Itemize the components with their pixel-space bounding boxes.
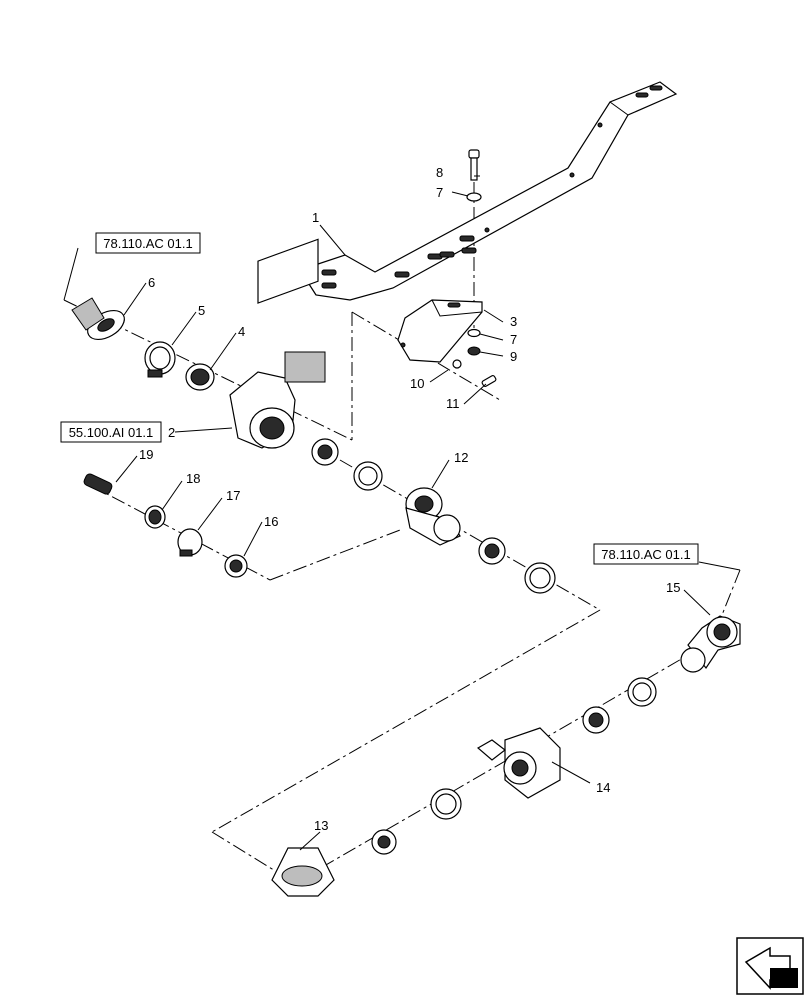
part-12-tee-fitting[interactable] (405, 487, 461, 546)
part-17-clamp[interactable] (177, 528, 203, 557)
callout-7-top: 7 (436, 185, 443, 200)
callout-11: 11 (446, 396, 460, 411)
assembly-centerlines (63, 182, 741, 881)
part-2-valve-assembly[interactable] (229, 238, 326, 449)
callout-19: 19 (139, 447, 153, 462)
callout-5: 5 (198, 303, 205, 318)
part-3-support-bracket[interactable] (397, 299, 483, 363)
part-10-washer[interactable] (452, 359, 462, 369)
callout-8: 8 (436, 165, 443, 180)
callout-16: 16 (264, 514, 278, 529)
part-9-nut[interactable] (467, 346, 481, 356)
ref-label-1: 78.110.AC 01.1 (103, 236, 192, 251)
ref-label-2: 55.100.AI 01.1 (69, 425, 154, 440)
leader-lines (63, 175, 741, 851)
ref-label-3: 78.110.AC 01.1 (601, 547, 690, 562)
part-18-gasket[interactable] (144, 505, 166, 529)
part-4-gasket[interactable] (185, 363, 215, 391)
part-14-valve[interactable] (476, 727, 561, 799)
ref-box-1[interactable]: 78.110.AC 01.1 (95, 232, 201, 254)
ref-box-3[interactable]: 78.110.AC 01.1 (593, 543, 699, 565)
return-arrow-icon[interactable] (736, 937, 804, 995)
part-5-clamp[interactable] (144, 341, 176, 378)
gasket-row-lower-right[interactable] (582, 647, 706, 734)
callout-6: 6 (148, 275, 155, 290)
part-11-screw[interactable] (481, 375, 497, 387)
gasket-row-upper[interactable] (311, 438, 383, 491)
callout-9: 9 (510, 349, 517, 364)
gasket-row-lower-left[interactable] (371, 788, 462, 855)
callout-18: 18 (186, 471, 200, 486)
part-16-gasket[interactable] (224, 554, 248, 578)
callout-10: 10 (410, 376, 424, 391)
part-6-fitting[interactable] (71, 297, 129, 345)
callout-1: 1 (312, 210, 319, 225)
part-19-sensor[interactable] (83, 473, 113, 496)
callout-4: 4 (238, 324, 245, 339)
part-1-mounting-bracket[interactable] (299, 81, 678, 301)
ref-box-2[interactable]: 55.100.AI 01.1 (60, 421, 162, 443)
part-7-washer-lower[interactable] (467, 328, 481, 338)
part-8-bolt[interactable] (468, 149, 480, 181)
callouts: 1 2 3 4 5 6 7 7 8 9 10 11 12 13 14 15 16… (139, 165, 680, 833)
callout-7-lower: 7 (510, 332, 517, 347)
gasket-row-right[interactable] (478, 537, 556, 594)
part-13-cap[interactable] (271, 847, 335, 897)
callout-15: 15 (666, 580, 680, 595)
callout-14: 14 (596, 780, 610, 795)
part-7-washer-top[interactable] (466, 192, 482, 202)
callout-17: 17 (226, 488, 240, 503)
callout-3: 3 (510, 314, 517, 329)
callout-13: 13 (314, 818, 328, 833)
callout-2: 2 (168, 425, 175, 440)
callout-12: 12 (454, 450, 468, 465)
